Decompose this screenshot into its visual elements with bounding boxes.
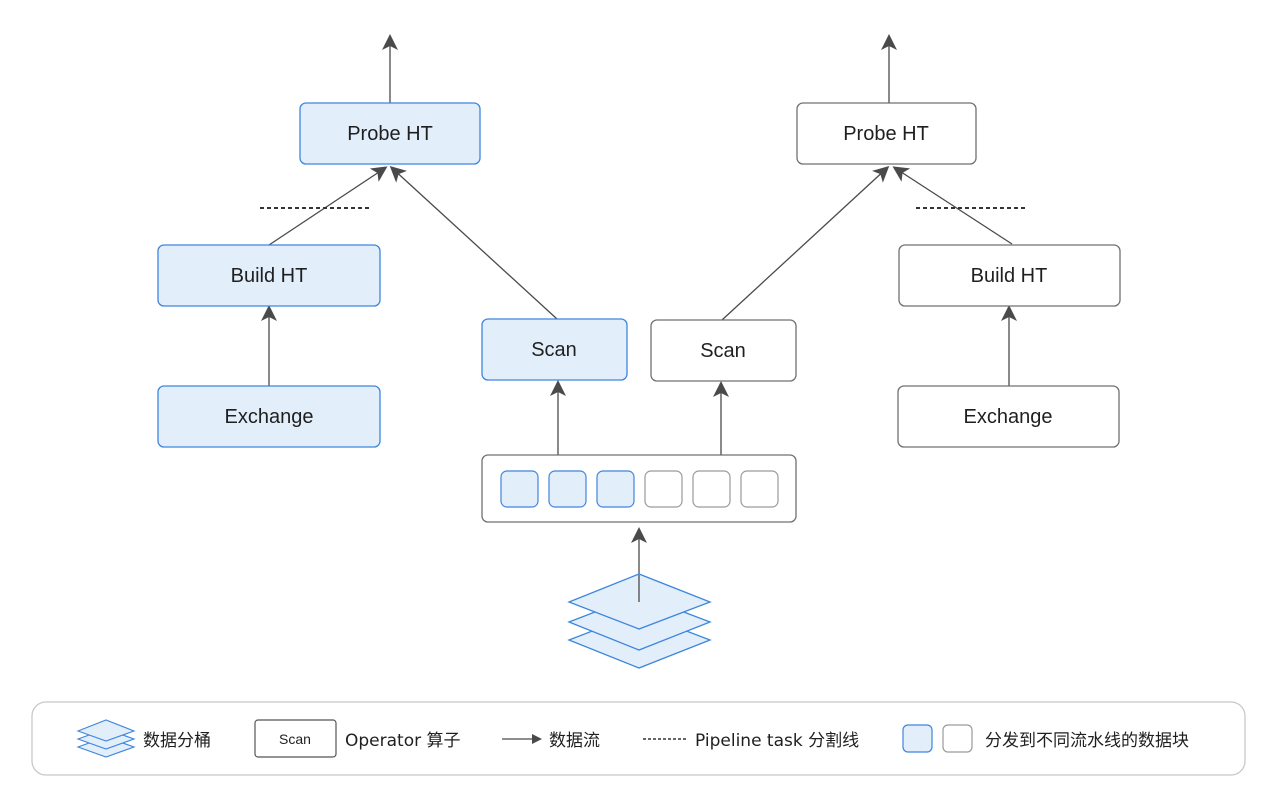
node-right-exchange-label: Exchange	[964, 406, 1053, 428]
node-right-scan-label: Scan	[700, 340, 746, 362]
data-blocks	[500, 470, 779, 508]
legend-block-blue	[902, 724, 933, 753]
legend-dataflow-label: 数据流	[549, 731, 600, 751]
edge-left-scan-to-probe	[389, 165, 558, 320]
edge-left-build-to-probe	[268, 166, 388, 246]
data-block	[500, 470, 539, 508]
data-block	[644, 470, 683, 508]
node-right-probe-label: Probe HT	[843, 123, 929, 145]
legend-operator-label: Operator 算子	[345, 731, 461, 751]
edge-right-scan-to-probe	[721, 165, 890, 321]
stacked-layers-icon	[76, 719, 136, 758]
node-left-probe: Probe HT	[299, 102, 481, 165]
node-left-scan-label: Scan	[531, 339, 577, 361]
node-right-probe: Probe HT	[796, 102, 977, 165]
node-left-exchange: Exchange	[157, 385, 381, 448]
data-block	[596, 470, 635, 508]
legend-operator-sample-text: Scan	[279, 731, 311, 747]
legend: 数据分桶 Scan Operator 算子 数据流 Pipeline task …	[31, 701, 1246, 776]
data-block	[692, 470, 731, 508]
data-block	[548, 470, 587, 508]
node-right-build: Build HT	[898, 244, 1121, 307]
node-left-scan: Scan	[481, 318, 628, 381]
node-left-exchange-label: Exchange	[225, 406, 314, 428]
node-left-probe-label: Probe HT	[347, 123, 433, 145]
node-left-build-label: Build HT	[231, 265, 308, 287]
legend-pipeline-label: Pipeline task 分割线	[695, 731, 859, 751]
node-right-build-label: Build HT	[971, 265, 1048, 287]
node-right-scan: Scan	[650, 319, 797, 382]
legend-operator-sample: Scan	[254, 719, 337, 758]
node-left-build: Build HT	[157, 244, 381, 307]
legend-blocks-label: 分发到不同流水线的数据块	[985, 731, 1189, 751]
edges	[261, 34, 1017, 455]
legend-block-white	[942, 724, 973, 753]
legend-bucket-label: 数据分桶	[143, 731, 211, 751]
edge-right-build-to-probe	[892, 166, 1013, 245]
node-right-exchange: Exchange	[897, 385, 1120, 448]
data-block	[740, 470, 779, 508]
data-blocks-container	[481, 454, 797, 523]
